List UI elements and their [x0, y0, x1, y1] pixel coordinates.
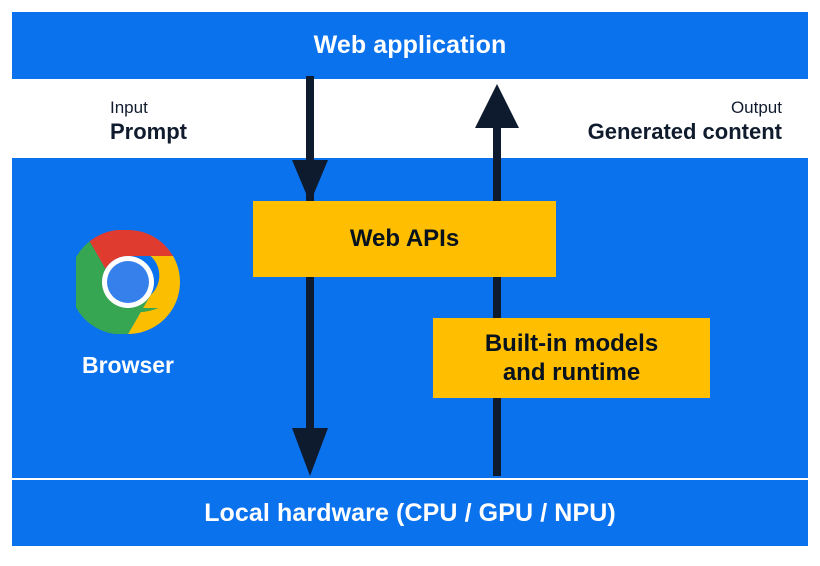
- box-built-in-models-label: Built-in models and runtime: [475, 329, 668, 388]
- input-annotation: Input Prompt: [110, 98, 187, 146]
- output-flow-arrow: [475, 84, 519, 476]
- layer-local-hardware-label: Local hardware (CPU / GPU / NPU): [204, 498, 616, 527]
- box-web-apis[interactable]: Web APIs: [253, 201, 556, 277]
- chrome-logo-icon: [76, 230, 180, 334]
- output-value-label: Generated content: [587, 118, 782, 144]
- box-web-apis-label: Web APIs: [349, 225, 460, 253]
- output-annotation: Output Generated content: [588, 98, 782, 146]
- layer-web-application: Web application: [12, 12, 808, 79]
- output-kind-label: Output: [730, 98, 782, 117]
- input-kind-label: Input: [110, 98, 148, 117]
- box-built-in-models-line1: Built-in models: [484, 329, 659, 357]
- box-built-in-models[interactable]: Built-in models and runtime: [433, 318, 710, 398]
- layer-local-hardware: Local hardware (CPU / GPU / NPU): [12, 480, 808, 546]
- browser-caption-label: Browser: [81, 352, 175, 378]
- browser-badge: Browser: [58, 230, 198, 379]
- input-value-label: Prompt: [110, 118, 187, 144]
- layer-web-application-label: Web application: [313, 31, 507, 59]
- box-built-in-models-line2: and runtime: [502, 359, 641, 386]
